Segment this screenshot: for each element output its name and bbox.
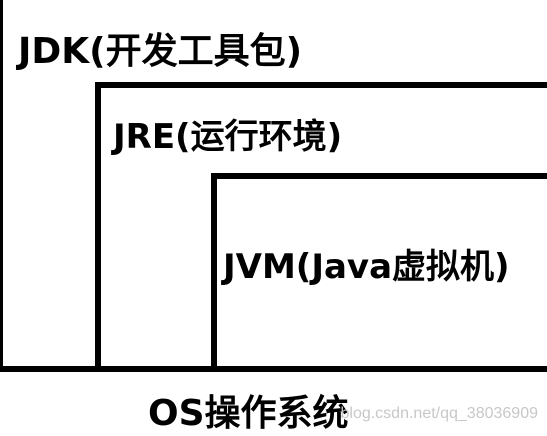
- jvm-label: JVM(Java虚拟机): [223, 250, 510, 284]
- jdk-label: JDK(开发工具包): [18, 34, 302, 70]
- jre-label: JRE(运行环境): [113, 120, 342, 154]
- watermark: blog.csdn.net/qq_38036909: [340, 406, 538, 422]
- os-label: OS操作系统: [148, 396, 349, 432]
